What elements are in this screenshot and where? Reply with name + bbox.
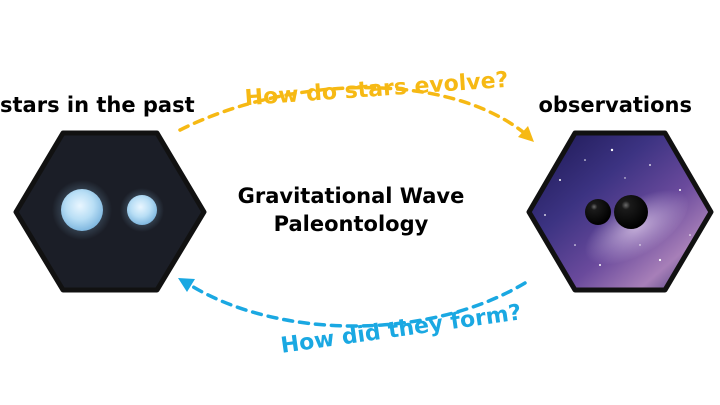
stars-hexagon (13, 130, 207, 293)
dashed-arrow-icon (178, 85, 530, 138)
bottom-arrowhead-icon (178, 278, 195, 292)
center-title-line2: Paleontology (273, 212, 429, 236)
center-title-line1: Gravitational Wave (237, 184, 465, 208)
center-title: Gravitational Wave Paleontology (222, 182, 480, 238)
top-arrow: How do stars evolve? (178, 68, 534, 142)
bottom-arrow-question: How did they form? (279, 300, 523, 359)
bottom-arrow: How did they form? (178, 278, 527, 359)
top-arrowhead-icon (518, 126, 534, 142)
large-star-icon (61, 189, 103, 231)
observations-hexagon (526, 130, 714, 293)
small-star-icon (127, 195, 157, 225)
black-hole-left-icon (585, 199, 611, 225)
right-node-label: observations (538, 93, 692, 117)
left-node-label: stars in the past (0, 93, 195, 117)
dashed-arrow-icon (188, 281, 527, 328)
space-stars (544, 148, 691, 266)
black-hole-right-icon (614, 195, 648, 229)
